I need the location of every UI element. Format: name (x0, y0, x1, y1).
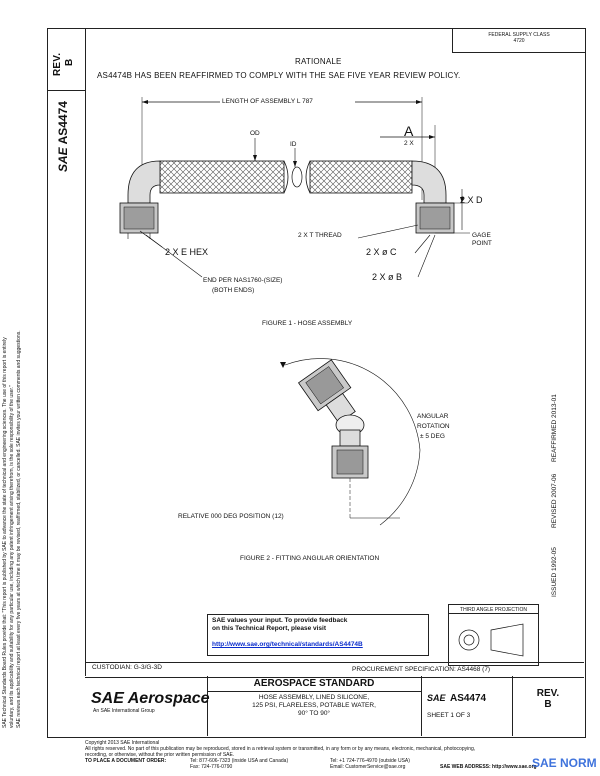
feedback-box: SAE values your input. To provide feedba… (207, 614, 429, 656)
order-label: TO PLACE A DOCUMENT ORDER: (85, 758, 167, 764)
date-issued: ISSUED 1992-05 (551, 547, 558, 597)
legal-line-2: voluntary, and its applicability and sui… (9, 385, 15, 728)
d-label: 2 X D (460, 195, 483, 205)
tolerance-label: ± 5 DEG (420, 433, 445, 440)
sae-aerospace-logo: SAE Aerospace (91, 690, 210, 707)
watermark: SAE NORM (532, 756, 597, 770)
id-label: ID (290, 141, 297, 148)
legal-line-1: SAE Technical Standards Board Rules prov… (2, 337, 8, 728)
fed-class-line2: 4720 (513, 38, 525, 44)
web-address: SAE WEB ADDRESS: http://www.sae.org (440, 764, 537, 770)
third-angle-label: THIRD ANGLE PROJECTION (449, 607, 538, 614)
custodian-row (85, 662, 584, 678)
page-border (47, 28, 586, 738)
figure2-drawing (280, 358, 421, 526)
logo-cell: SAE Aerospace An SAE International Group (85, 676, 210, 736)
feedback-line1: SAE values your input. To provide feedba… (212, 617, 348, 624)
figure1-drawing (119, 97, 470, 278)
sheet-label: SHEET 1 OF 3 (427, 712, 471, 719)
angular-label: ANGULAR (417, 413, 449, 420)
tel-2: Tel: +1 724-776-4970 (outside USA) (330, 758, 410, 764)
rotation-label: ROTATION (417, 423, 450, 430)
tb-rev-letter: B (544, 699, 552, 710)
copyright: Copyright 2013 SAE International (85, 740, 160, 746)
fed-class-line1: FEDERAL SUPPLY CLASS (488, 32, 550, 38)
phi-b-label: 2 X ø B (372, 272, 403, 282)
relative-label: RELATIVE 000 DEG POSITION (12) (178, 513, 284, 520)
tb-doc-number: AS4474 (449, 693, 487, 704)
date-revised: REVISED 2007-06 (551, 473, 558, 528)
custodian: CUSTODIAN: G-3/G-3D (92, 664, 162, 671)
rationale-body: AS4474B HAS BEEN REAFFIRMED TO COMPLY WI… (97, 71, 461, 80)
rev-cell-bottom: REV. B (512, 676, 584, 736)
aerospace-standard: AEROSPACE STANDARD (207, 676, 421, 692)
od-label: OD (250, 130, 260, 137)
legal-line-3: SAE reviews each technical report at lea… (16, 330, 22, 728)
feedback-line2: on this Technical Report, please visit (212, 625, 327, 632)
left-title-strip (47, 28, 86, 676)
figure1-caption: FIGURE 1 - HOSE ASSEMBLY (262, 320, 353, 327)
rationale-title: RATIONALE (295, 57, 342, 66)
length-label: LENGTH OF ASSEMBLY L 787 (222, 98, 313, 105)
rights-line1: All rights reserved. No part of this pub… (85, 746, 476, 752)
tel-1: Tel: 877-606-7323 (inside USA and Canada… (190, 758, 289, 764)
phi-c-label: 2 X ø C (366, 247, 397, 257)
email: Email: CustomerService@sae.org (330, 764, 406, 770)
rights-line2: recording, or otherwise, without the pri… (85, 752, 235, 758)
hex-label: 2 X E HEX (165, 247, 209, 257)
gage-point-label: GAGE POINT (472, 232, 492, 247)
sae-mark: SAE (56, 147, 70, 172)
two-x-a-label: 2 X (404, 140, 414, 147)
tb-rev-label: REV. (536, 688, 560, 699)
a-label: A (404, 123, 414, 139)
standard-cell: AEROSPACE STANDARD HOSE ASSEMBLY, LINED … (207, 676, 422, 736)
fax: Fax: 724-776-0790 (190, 764, 233, 770)
both-ends-label: (BOTH ENDS) (212, 287, 255, 294)
desc-line2: 125 PSI, FLARELESS, POTABLE WATER, (252, 702, 376, 709)
rev-cell (47, 28, 85, 91)
number-cell: SAE AS4474 SHEET 1 OF 3 (421, 676, 513, 736)
feedback-url[interactable]: http://www.sae.org/technical/standards/A… (212, 641, 363, 648)
rev-label: REV. (52, 52, 63, 76)
rev-letter: B (64, 58, 75, 66)
projection-symbol-icon (458, 623, 524, 657)
thread-label: 2 X T THREAD (298, 232, 342, 239)
figure2-caption: FIGURE 2 - FITTING ANGULAR ORIENTATION (240, 555, 380, 562)
end-per-label: END PER NAS1760-(SIZE) (203, 277, 283, 284)
tb-sae-mark: SAE (427, 693, 446, 703)
procurement: PROCUREMENT SPECIFICATION: AS4468 (7) (352, 666, 491, 673)
doc-number-vertical: SAE AS4474 (56, 101, 70, 172)
doc-number: AS4474 (56, 101, 70, 145)
third-angle-box: THIRD ANGLE PROJECTION (448, 604, 539, 666)
fed-class-box: FEDERAL SUPPLY CLASS 4720 (452, 28, 585, 53)
desc-line1: HOSE ASSEMBLY, LINED SILICONE, (258, 694, 370, 701)
date-reaffirmed: REAFFIRMED 2013-01 (551, 394, 558, 462)
doc-number-row: SAE AS4474 (427, 688, 512, 706)
desc-line3: 90° TO 90° (297, 710, 331, 717)
logo-sub: An SAE International Group (93, 708, 155, 714)
